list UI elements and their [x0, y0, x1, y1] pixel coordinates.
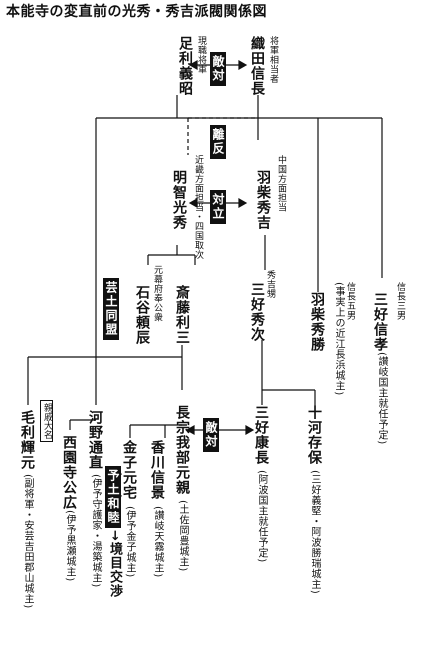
nobutaka-role: 信長三男 [395, 282, 405, 320]
kagawa-name: 香川信景 [149, 440, 165, 500]
kyokai-label: →境目交渉 [107, 530, 122, 598]
akechi-name: 明智光秀 [171, 170, 187, 230]
sogo-note: (三好義堅・阿波勝瑞城主) [309, 470, 320, 595]
badge-teki-bottom: 敵対 [203, 418, 219, 452]
badge-shinseki: 親戚大名 [40, 400, 53, 442]
hidetsugu-name: 三好秀次 [249, 282, 265, 342]
kono-note: (伊予守護家・湯築城主) [90, 474, 101, 588]
nobutaka-name: 三好信孝 [372, 292, 388, 352]
oda-role: 将軍相当者 [268, 36, 278, 84]
ishigai-name: 石谷頼辰 [134, 285, 150, 345]
chosokabe-note: (土佐岡豊城主) [177, 500, 188, 572]
kagawa-note: (讃岐天霧城主) [152, 506, 163, 578]
chosokabe-name: 長宗我部元親 [174, 405, 190, 495]
hidetsugu-role: 秀吉甥 [265, 270, 275, 299]
hidekatsu-name: 羽柴秀勝 [309, 292, 325, 352]
mori-name: 毛利輝元 [19, 410, 35, 470]
saionji-note: (伊予黒瀬城主) [64, 510, 75, 582]
badge-rihan: 離反 [210, 125, 226, 159]
saito-name: 斎藤利三 [174, 285, 190, 345]
yasunaga-note: (阿波国主就任予定) [256, 470, 267, 563]
nobutaka-note: (讃岐国主就任予定) [376, 352, 387, 445]
ishigai-role: 元幕府奉公衆 [152, 265, 162, 322]
diagram-title: 本能寺の変直前の光秀・秀吉派閥関係図 [6, 4, 267, 20]
kono-name: 河野通直 [87, 410, 103, 470]
yasunaga-name: 三好康長 [253, 405, 269, 465]
saionji-name: 西園寺公広 [61, 435, 77, 510]
hidekatsu-role: 信長五男 [345, 282, 355, 320]
akechi-role: 近畿方面担当・四国取次 [193, 155, 203, 260]
badge-teki-top: 敵対 [210, 52, 226, 86]
hashiba-role: 中国方面担当 [276, 155, 286, 212]
mori-note: (副将軍・安芸吉田郡山城主) [22, 474, 33, 609]
kaneko-name: 金子元宅 [121, 440, 137, 500]
sogo-name: 十河存保 [306, 405, 322, 465]
hashiba-name: 羽柴秀吉 [255, 170, 271, 230]
kaneko-note: (伊予金子城主) [124, 506, 135, 578]
badge-tairitsu: 対立 [210, 190, 226, 224]
ashikaga-role: 現職将軍 [196, 36, 206, 74]
oda-name: 織田信長 [249, 36, 265, 96]
badge-yowa: 予土和睦 [105, 466, 121, 528]
ashikaga-name: 足利義昭 [177, 36, 193, 96]
badge-geido: 芸土同盟 [103, 278, 119, 340]
hidekatsu-note: (事実上の近江長浜城主) [333, 282, 344, 396]
